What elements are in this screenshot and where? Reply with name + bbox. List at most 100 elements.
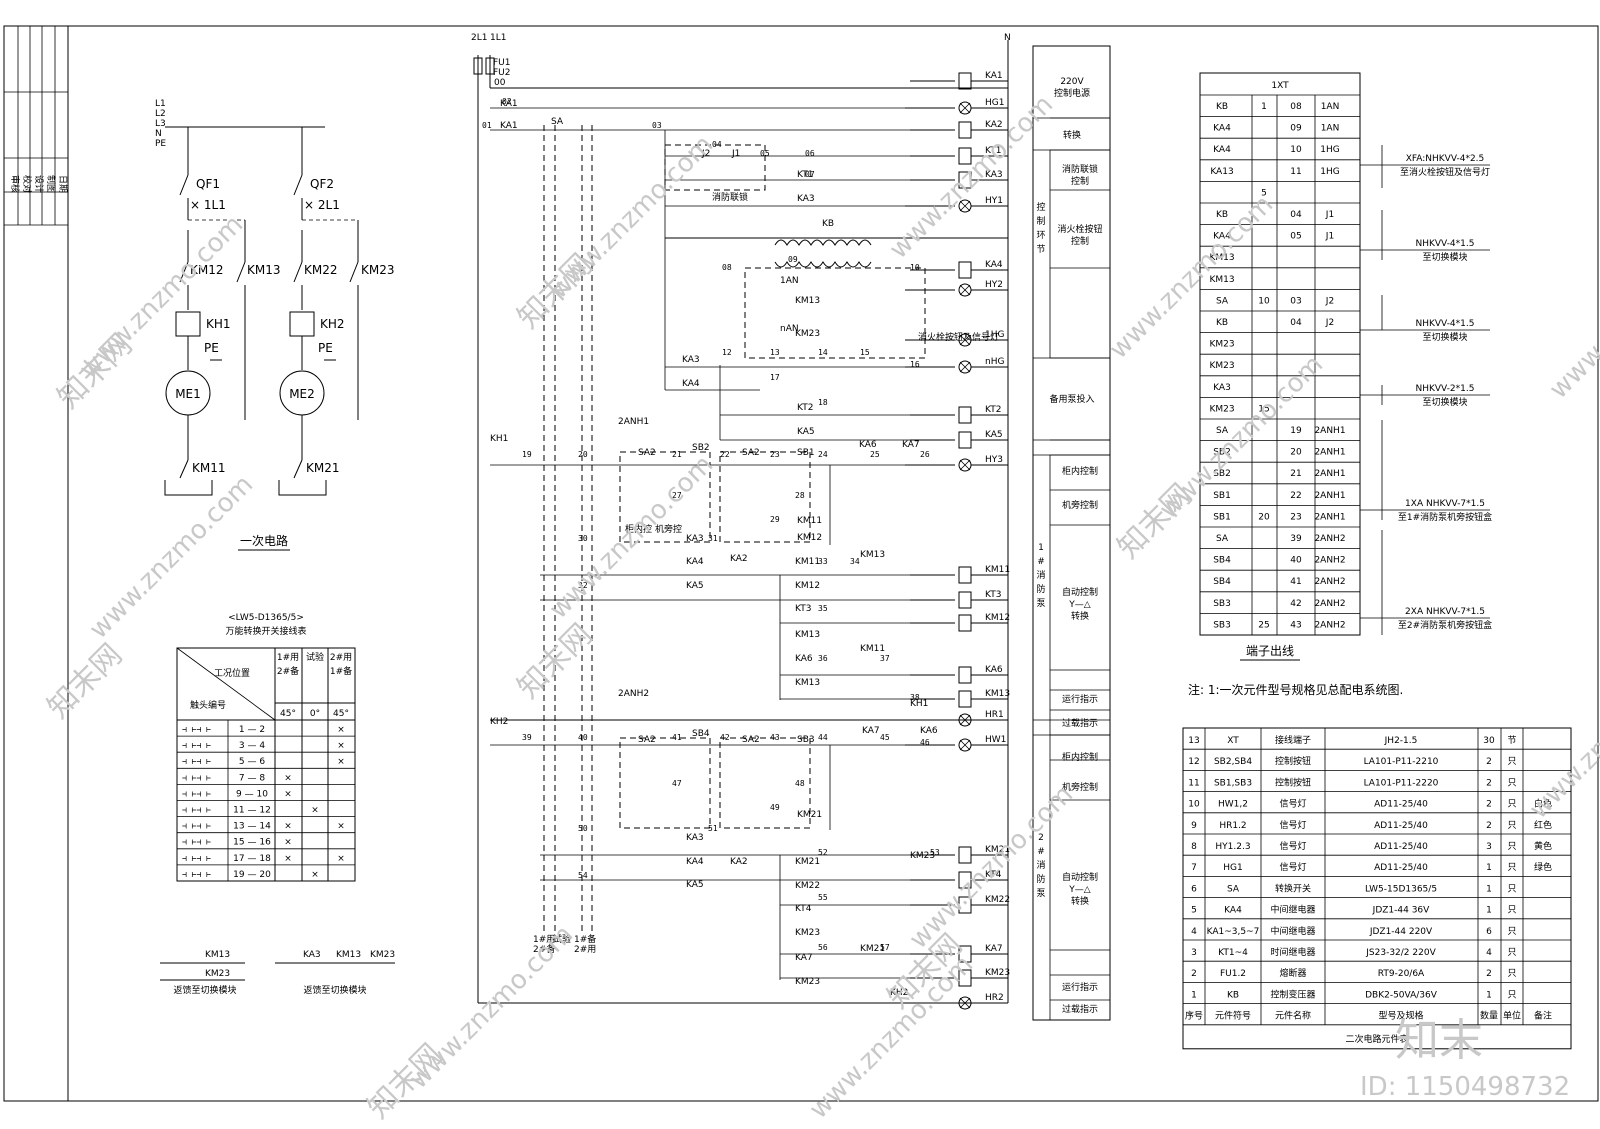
- component-cell: KA1~3,5~7: [1207, 927, 1260, 937]
- function-vertical-label: 节: [1036, 244, 1045, 255]
- switch-mark: ×: [284, 789, 292, 799]
- lamp-cross: [959, 739, 971, 751]
- contact-label: KA5: [797, 427, 815, 437]
- function-vertical-label: #: [1037, 847, 1045, 857]
- contact-label: KA2: [730, 857, 748, 867]
- contact-label: KH1: [910, 699, 928, 709]
- function-vertical-label: 防: [1036, 583, 1045, 595]
- contact-label: SA: [551, 117, 564, 127]
- terminal-note: 注: 1:一次元件型号规格见总配电系统图.: [1188, 682, 1403, 697]
- node-number: 16: [910, 360, 920, 369]
- coil-label: KA3: [985, 170, 1003, 180]
- switch-mark: ×: [337, 725, 345, 735]
- contact-label: KA6: [920, 726, 938, 736]
- terminal-cell: SB4: [1213, 556, 1231, 566]
- contact-label: KM22: [795, 881, 820, 891]
- node-number: 29: [770, 515, 780, 524]
- component-cell: 2: [1486, 757, 1492, 767]
- terminal-cell: 41: [1290, 577, 1301, 587]
- feedback-caption: 返馈至切换模块: [303, 984, 366, 996]
- breaker-label: QF2: [310, 177, 334, 191]
- node-number: 51: [708, 824, 718, 833]
- component-cell: 只: [1507, 906, 1516, 916]
- contactor-label: KM12: [190, 263, 224, 277]
- contact-label: SB4: [692, 729, 710, 739]
- contact-label: KA5: [686, 581, 704, 591]
- function-label: 运行指示: [1062, 981, 1098, 993]
- terminal-cell: KB: [1216, 318, 1228, 328]
- component-cell: 只: [1507, 863, 1516, 873]
- switch-mark: ×: [284, 838, 292, 848]
- star-contactor-label: KM21: [306, 461, 340, 475]
- terminal-cell: 2ANH2: [1314, 620, 1345, 630]
- switch-col-header: 1#备: [330, 665, 352, 677]
- component-cell: 12: [1188, 757, 1199, 767]
- feedback-contact-label: KM23: [370, 950, 395, 960]
- contact-symbol: ⊣ ⊢⊣ ⊢: [182, 870, 211, 879]
- component-cell: 只: [1507, 969, 1516, 979]
- function-label: Y—△: [1068, 600, 1090, 610]
- component-cell: HW1,2: [1218, 800, 1248, 810]
- terminal-cell: 1AN: [1321, 124, 1340, 134]
- node-number: 04: [712, 140, 722, 149]
- component-cell: 3: [1486, 842, 1492, 852]
- switch-col-header: 2#用: [330, 652, 352, 663]
- function-column: [1032, 45, 1111, 1021]
- switch-col-header: 试验: [306, 651, 324, 663]
- function-label: 运行指示: [1062, 693, 1098, 705]
- component-cell: SB2,SB4: [1214, 757, 1252, 767]
- control-bottom-label: 2#用: [574, 944, 596, 955]
- component-cell: 4: [1191, 927, 1197, 937]
- contact-label: 2ANH2: [618, 689, 649, 699]
- node-number: 30: [578, 534, 588, 543]
- component-cell: 中间继电器: [1270, 904, 1315, 916]
- contact-label: KT1: [797, 170, 813, 180]
- component-cell: 接线端子: [1275, 734, 1311, 746]
- contact-symbol: ⊣ ⊢⊣ ⊢: [182, 757, 211, 766]
- contactor-label: KM23: [361, 263, 395, 277]
- terminal-table: [1199, 72, 1490, 661]
- switch-mark: ×: [284, 773, 292, 783]
- function-vertical-label: 环: [1036, 230, 1045, 241]
- component-cell: 10: [1188, 800, 1200, 810]
- terminal-cell: KM23: [1209, 361, 1234, 371]
- component-cell: 控制变压器: [1270, 988, 1315, 1000]
- control-top-label: 2L1: [471, 33, 487, 43]
- contact-label: KT4: [795, 904, 812, 914]
- switch-mark: ×: [337, 741, 345, 751]
- node-number: 54: [578, 871, 588, 880]
- lamp-cross: [959, 714, 971, 726]
- coil-symbol: [958, 566, 972, 584]
- terminal-cell: 19: [1290, 426, 1302, 436]
- component-cell: 3: [1191, 948, 1197, 958]
- terminal-cell: 22: [1290, 491, 1301, 501]
- component-header: 序号: [1185, 1010, 1203, 1022]
- contact-label: SB3: [797, 735, 815, 745]
- watermark-brand: 知末网: [1111, 477, 1199, 565]
- switch-col-header: 2#备: [277, 665, 299, 677]
- component-header: 元件名称: [1275, 1010, 1311, 1022]
- coil-label: HY1: [985, 196, 1003, 206]
- component-cell: 控制按钮: [1275, 776, 1311, 788]
- contactor-label: KM22: [304, 263, 338, 277]
- component-cell: 转换开关: [1275, 882, 1311, 894]
- terminal-cell: 2ANH2: [1314, 577, 1345, 587]
- component-cell: 2: [1486, 778, 1492, 788]
- control-bottom-label: 1#用: [533, 934, 555, 945]
- terminal-cell: 20: [1290, 448, 1302, 458]
- node-number: 45: [880, 733, 890, 742]
- contact-label: KT2: [797, 403, 813, 413]
- component-cell: 信号灯: [1279, 819, 1306, 831]
- contact-symbol: ⊣ ⊢⊣ ⊢: [182, 838, 211, 847]
- node-number: 08: [722, 263, 732, 272]
- component-cell: 红色: [1534, 819, 1552, 831]
- control-rungs: [490, 72, 1008, 1010]
- node-number: 52: [818, 848, 828, 857]
- terminal-cell: 09: [1290, 124, 1302, 134]
- component-cell: AD11-25/40: [1374, 800, 1428, 810]
- node-number: 48: [795, 779, 805, 788]
- cable-spec: NHKVV-4*1.5: [1416, 319, 1475, 329]
- component-cell: JDZ1-44 36V: [1372, 906, 1430, 916]
